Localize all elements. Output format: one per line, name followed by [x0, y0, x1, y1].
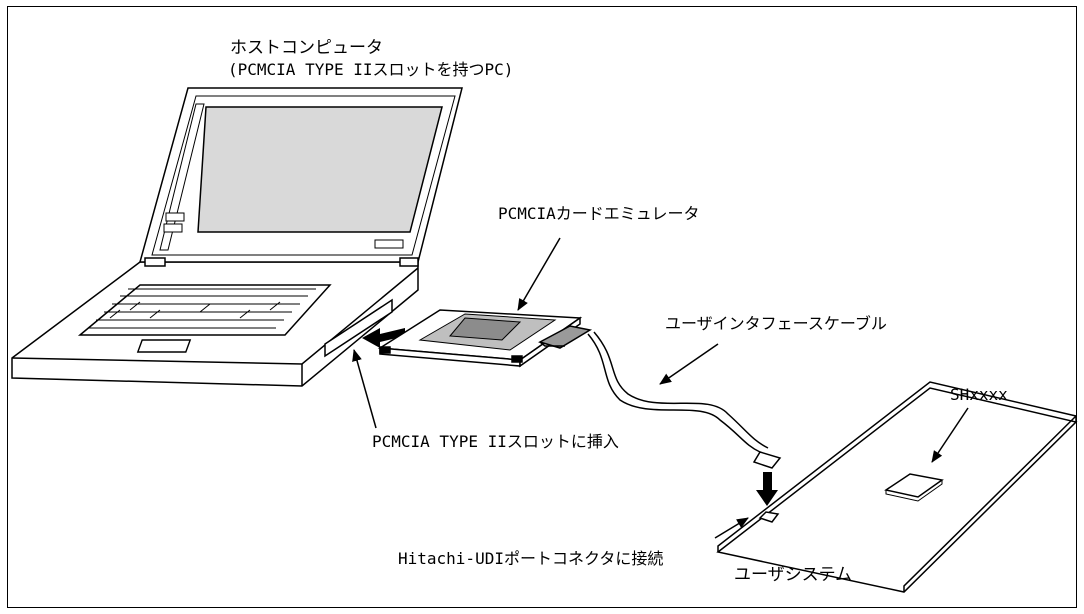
pointer-arrows	[352, 237, 969, 539]
pcmcia-card	[377, 309, 593, 368]
user-system-label: ユーザシステム	[734, 565, 853, 585]
host-computer-label: ホストコンピュータ	[230, 38, 383, 58]
user-system-board	[716, 381, 1078, 593]
cable-label: ユーザインタフェースケーブル	[665, 314, 887, 333]
connect-arrow	[756, 472, 778, 506]
interface-cable	[587, 331, 782, 469]
connector-label: Hitachi-UDIポートコネクタに接続	[398, 549, 664, 568]
slot-insert-label: PCMCIA TYPE IIスロットに挿入	[372, 432, 619, 451]
laptop	[11, 87, 463, 387]
card-emulator-label: PCMCIAカードエミュレータ	[498, 204, 700, 223]
host-computer-subtitle: (PCMCIA TYPE IIスロットを持つPC)	[228, 60, 514, 79]
insert-arrow	[362, 328, 405, 348]
chip-label: SHxxxx	[950, 385, 1008, 404]
